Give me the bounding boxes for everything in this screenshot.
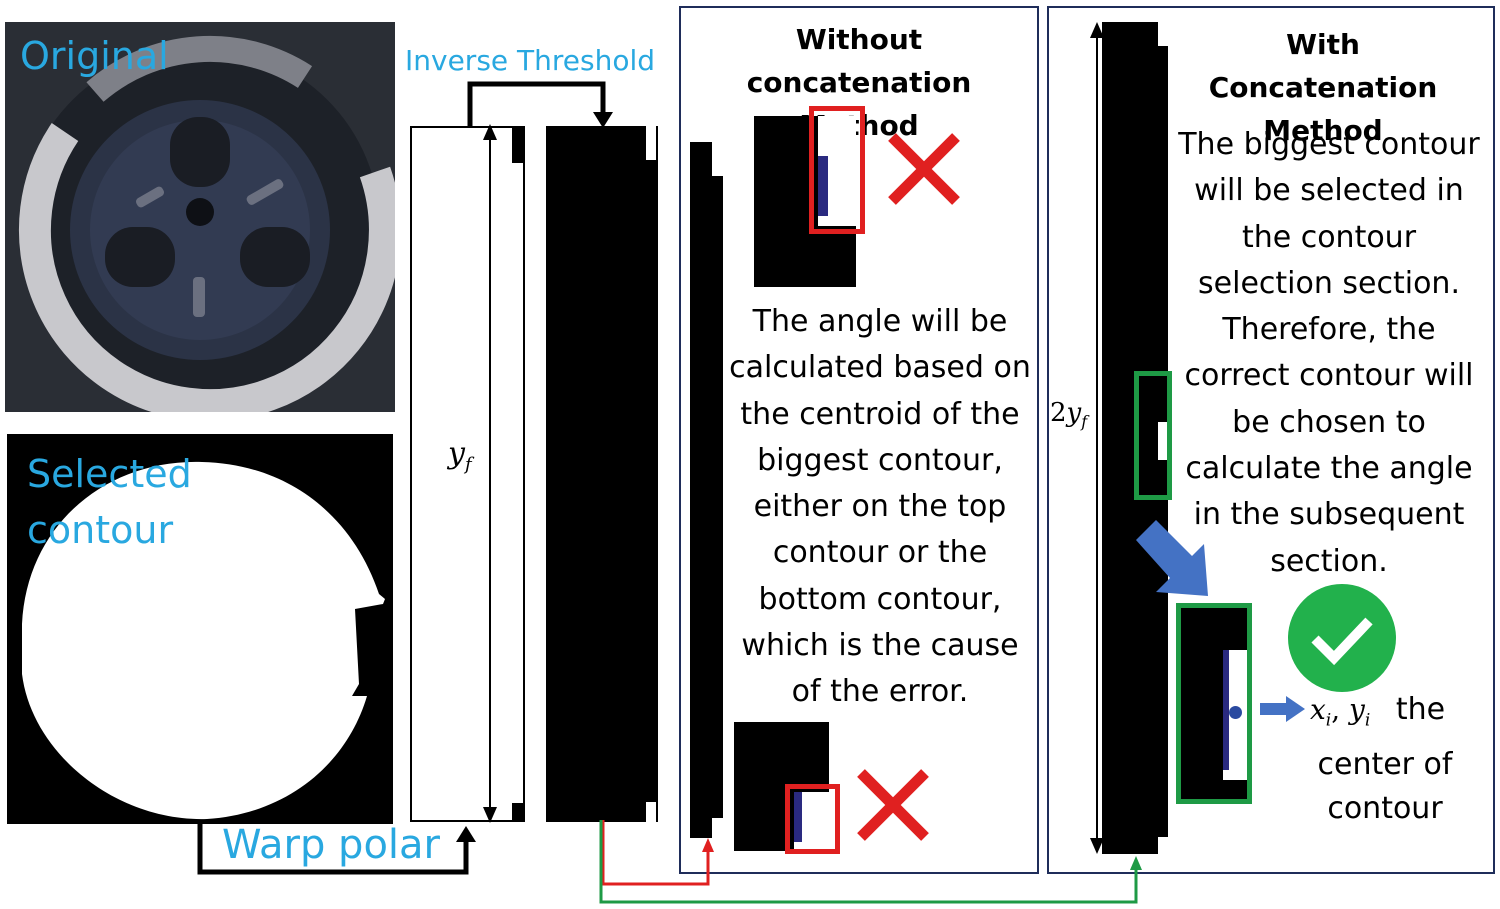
with-panel-body: The biggest contour will be selected in … — [1178, 127, 1480, 579]
selected-contour-image: Selected contour — [7, 434, 393, 824]
without-top-crop — [754, 116, 856, 287]
yf-label: yf — [448, 436, 472, 475]
warp-polar-label: Warp polar — [222, 822, 440, 868]
arrow-icon — [1260, 696, 1305, 722]
without-panel-body: The angle will be calculated based on th… — [729, 304, 1031, 710]
original-photo — [5, 22, 395, 412]
center-of-contour-text: xi, yi the center of contour — [1310, 692, 1453, 826]
without-top-red-box — [809, 106, 865, 234]
with-zoom-crop-box — [1176, 603, 1252, 804]
two-yf-dimension-arrow — [1090, 22, 1104, 854]
with-concatenation-panel — [1047, 6, 1495, 874]
cross-icon — [857, 769, 929, 841]
original-image: Original — [5, 22, 395, 412]
two-yf-label: 2yf — [1050, 398, 1088, 432]
threshold-strip — [546, 126, 658, 822]
original-label: Original — [20, 34, 169, 78]
without-bottom-red-box — [785, 784, 840, 854]
centroid-dot — [1229, 706, 1242, 719]
selected-contour-label: Selected contour — [27, 452, 192, 552]
check-icon — [1288, 584, 1396, 692]
with-middle-green-box — [1134, 371, 1172, 500]
inverse-threshold-arrow — [467, 81, 613, 128]
contour-mask — [22, 461, 385, 820]
without-concatenation-panel — [679, 6, 1039, 874]
warp-polar-strip — [410, 126, 525, 822]
cross-icon — [888, 133, 960, 205]
without-strip — [690, 142, 723, 838]
connector-arrows — [599, 820, 1142, 904]
inverse-threshold-label: Inverse Threshold — [405, 44, 656, 77]
warp-polar-arrow — [197, 820, 476, 875]
strip-bottom-notch — [512, 803, 523, 820]
arrow-icon — [1136, 520, 1208, 596]
yf-dimension-arrow — [483, 124, 497, 823]
with-panel-title: With Concatenation Method — [1208, 28, 1438, 147]
strip-top-notch — [512, 128, 523, 163]
